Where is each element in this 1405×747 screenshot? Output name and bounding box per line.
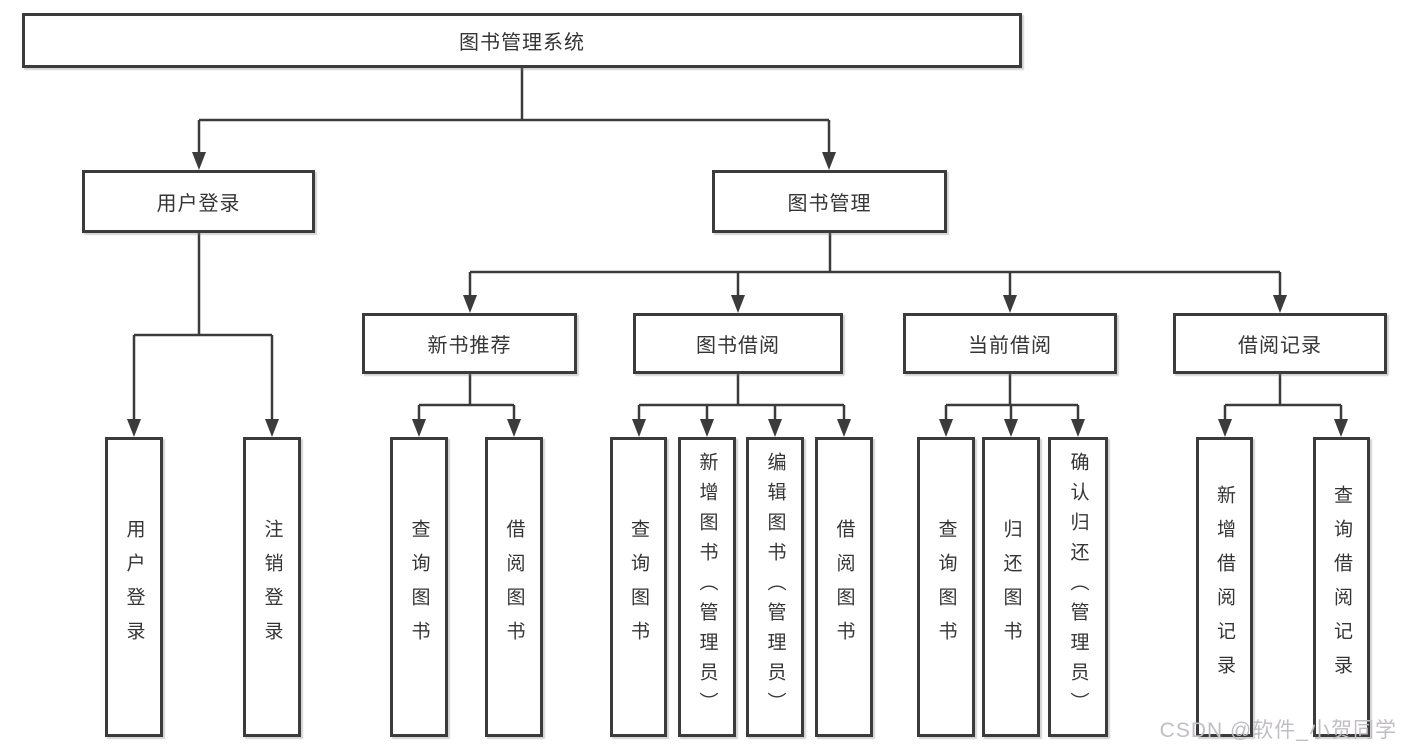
arrow-head	[1004, 419, 1018, 437]
arrow-head	[1218, 419, 1232, 437]
leaf-current-query-book: 查询图书	[917, 437, 975, 737]
node-book-management: 图书管理	[712, 170, 947, 233]
node-library-management-system: 图书管理系统	[22, 13, 1022, 68]
leaf-borrowing-borrow-book: 借阅图书	[815, 437, 873, 737]
arrow-head	[463, 295, 477, 313]
arrow-head	[265, 419, 279, 437]
arrow-head	[822, 152, 836, 170]
arrow-head	[837, 419, 851, 437]
node-borrowing-records: 借阅记录	[1173, 313, 1387, 374]
arrow-head	[1071, 419, 1085, 437]
leaf-edit-book-admin: 编辑图书（管理员）	[746, 437, 804, 737]
node-book-borrowing: 图书借阅	[633, 313, 843, 374]
leaf-query-borrow-record: 查询借阅记录	[1313, 437, 1370, 737]
leaf-user-login: 用户登录	[105, 437, 163, 737]
leaf-recommend-query-book: 查询图书	[390, 437, 448, 737]
node-current-borrowing: 当前借阅	[903, 313, 1117, 374]
node-new-book-recommend: 新书推荐	[362, 313, 577, 374]
arrow-head	[1003, 295, 1017, 313]
leaf-logout: 注销登录	[243, 437, 301, 737]
arrow-head	[731, 295, 745, 313]
arrow-head	[127, 419, 141, 437]
connector-path	[132, 66, 1343, 421]
leaf-borrowing-query-book: 查询图书	[610, 437, 667, 737]
leaf-recommend-borrow-book: 借阅图书	[485, 437, 543, 737]
arrow-head	[507, 419, 521, 437]
arrow-head	[768, 419, 782, 437]
arrow-head	[1273, 295, 1287, 313]
arrow-head	[412, 419, 426, 437]
arrow-heads	[127, 152, 1348, 437]
leaf-add-book-admin: 新增图书（管理员）	[678, 437, 736, 737]
arrow-head	[1334, 419, 1348, 437]
arrow-head	[632, 419, 646, 437]
arrow-head	[939, 419, 953, 437]
arrow-head	[700, 419, 714, 437]
arrow-head	[192, 152, 206, 170]
leaf-add-borrow-record: 新增借阅记录	[1196, 437, 1253, 737]
leaf-confirm-return-admin: 确认归还（管理员）	[1048, 437, 1108, 737]
node-user-login: 用户登录	[82, 170, 315, 233]
leaf-return-book: 归还图书	[982, 437, 1040, 737]
